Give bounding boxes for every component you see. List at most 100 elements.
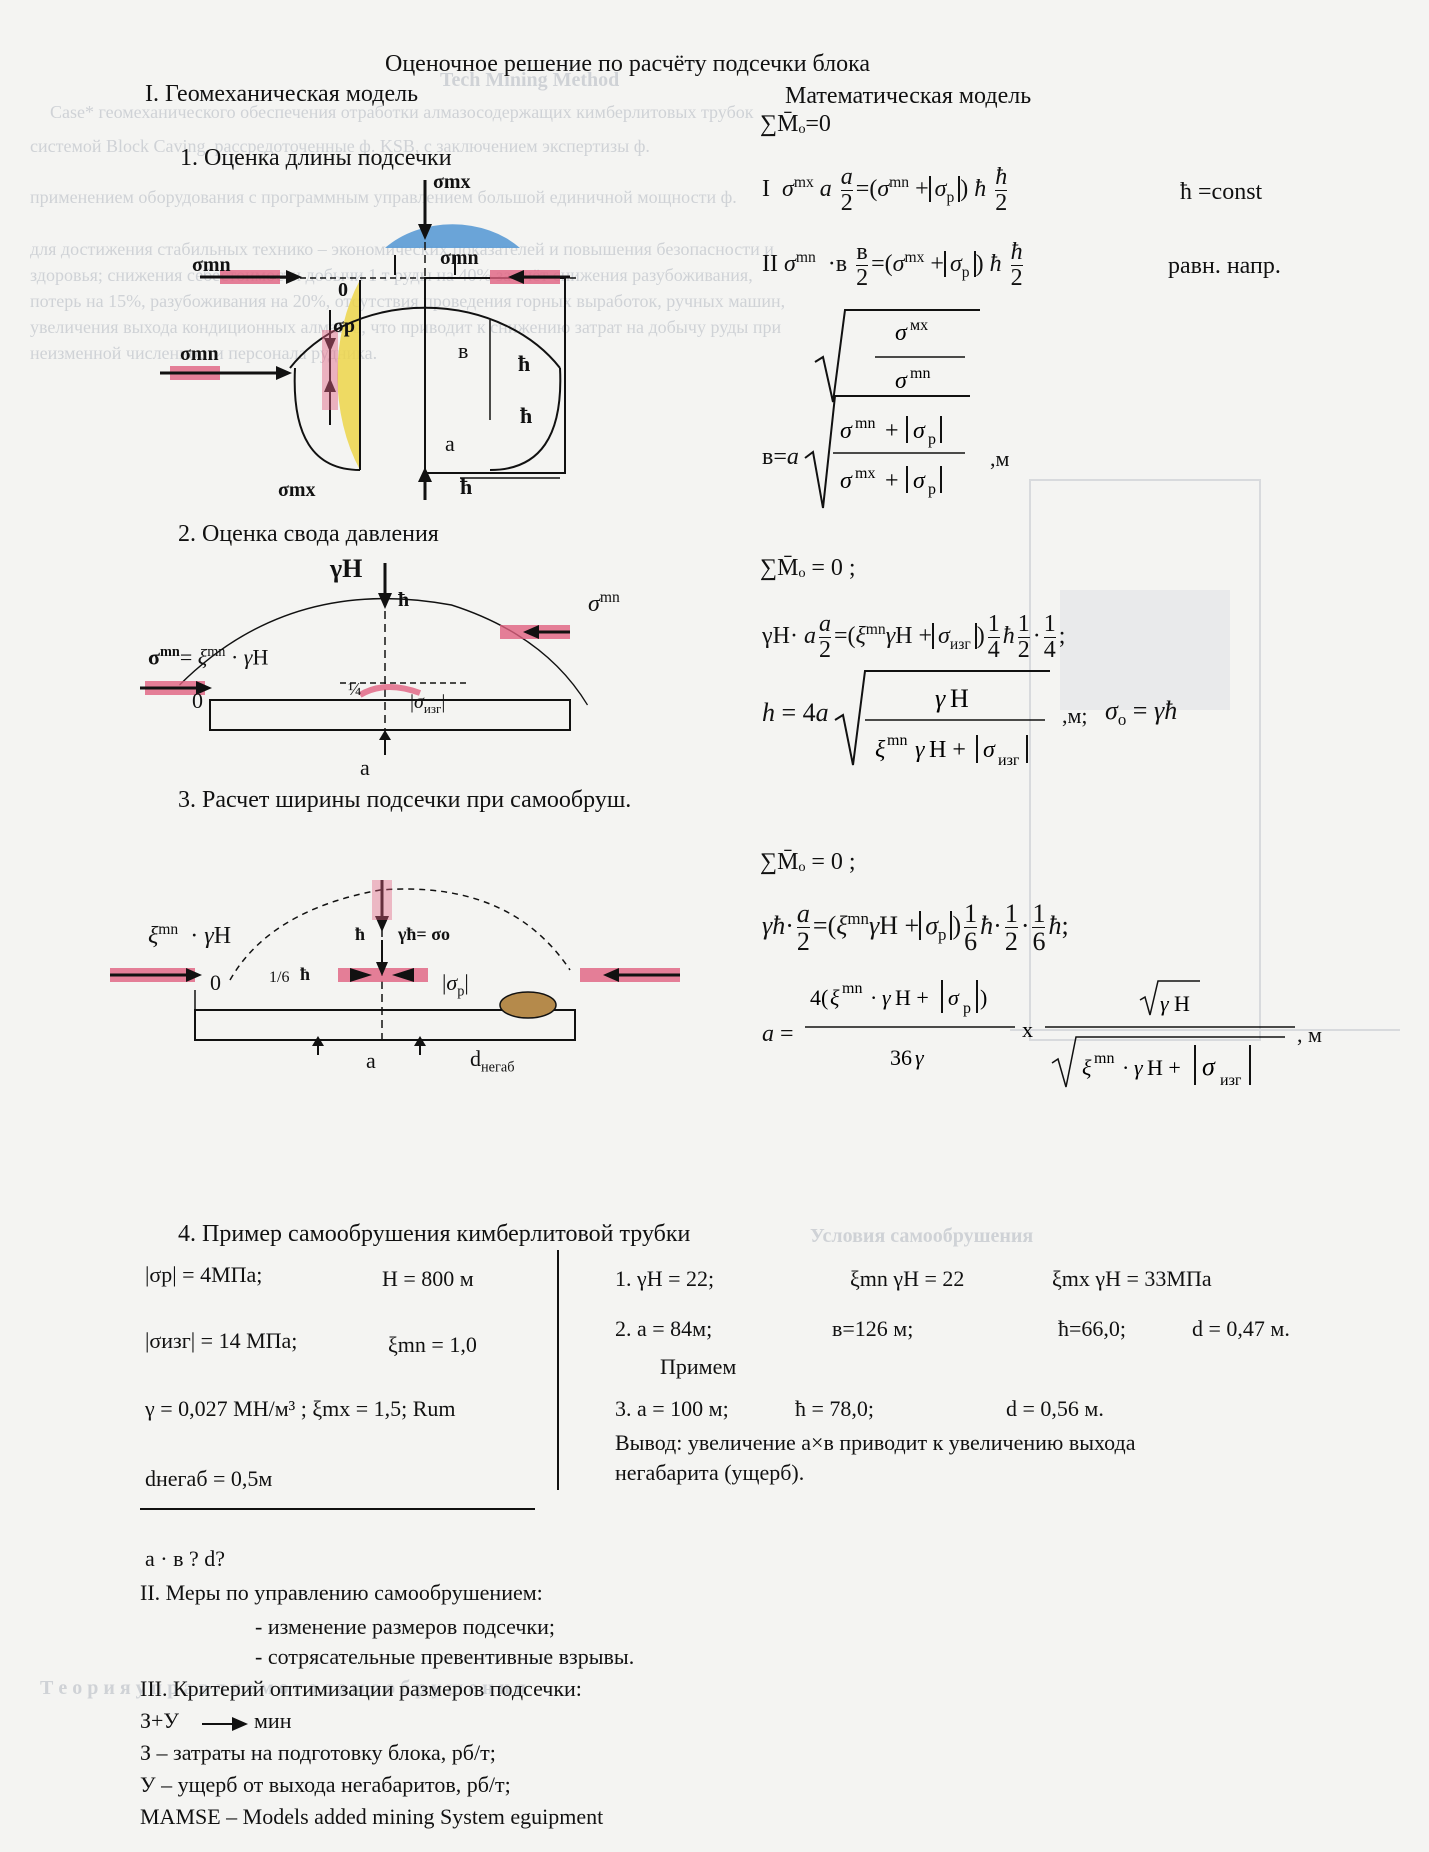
svg-text:σ: σ [895, 368, 908, 394]
label-sixth: 1/6 [269, 969, 290, 986]
bleed-line: Case* геомеханического обеспечения отраб… [50, 102, 754, 122]
section3-formula-right: мин [254, 1708, 292, 1733]
svg-text:мх: мх [910, 317, 928, 334]
lens-yellow [337, 280, 360, 470]
eq1-sqrt-ratio: σ мх σ mn [814, 309, 980, 403]
svg-text:р: р [928, 481, 936, 498]
label-h-3: ħ [460, 474, 473, 499]
ex-r7: d = 0,47 м. [1192, 1316, 1290, 1341]
svg-text:mn: mn [910, 365, 930, 382]
svg-text:mn: mn [855, 415, 875, 432]
label-o-2: 0 [192, 688, 203, 713]
bleed-line: для достижения стабильных технико – экон… [30, 239, 774, 259]
ex-r3: ξmx γН = 33МПа [1052, 1266, 1212, 1291]
svg-text:γ: γ [935, 684, 946, 713]
label-o-3: 0 [210, 970, 221, 995]
ex-r4: 2. a = 84м; [615, 1316, 713, 1341]
svg-text:): ) [980, 985, 987, 1010]
page-title: Оценочное решение по расчёту подсечки бл… [385, 51, 871, 77]
eq2-h-sqrt: γ Н ξ mn γ Н + σ изг [834, 670, 1050, 769]
label-a-2: a [360, 755, 370, 780]
label-a-1: a [445, 431, 455, 456]
example-divider [557, 1250, 559, 1490]
ex-xi-mn: ξmn = 1,0 [388, 1332, 477, 1357]
ex-sigma-p: |σр| = 4МПа; [145, 1262, 263, 1287]
svg-text:+: + [885, 418, 899, 444]
label-quarter: ¼ [348, 679, 362, 699]
label-d-negab: dнегаб [470, 1046, 515, 1076]
ex-gamma: γ = 0,027 МН/м³ ; ξmx = 1,5; Rum [145, 1396, 456, 1421]
section3-line-3: MAMSE – Models added mining System eguip… [140, 1804, 604, 1829]
eq1-b-lhs: в=a [762, 444, 799, 470]
eq1-ravn: равн. напр. [1168, 253, 1281, 279]
svg-text:36: 36 [890, 1045, 912, 1070]
bleed-line: увеличения выхода кондиционных алмазов, … [30, 317, 782, 337]
svg-text:σ: σ [983, 737, 996, 763]
svg-text:γ: γ [1160, 991, 1170, 1016]
ex-r1: 1. γН = 22; [615, 1266, 715, 1291]
label-sigma-mn-left: σmn [192, 254, 231, 276]
svg-text:изг: изг [998, 752, 1020, 769]
ex-H: Н = 800 м [382, 1266, 474, 1291]
svg-text:Н: Н [950, 684, 969, 713]
bleed-line: здоровья; снижения себестоимости добычи … [30, 265, 753, 285]
svg-text:·: · [870, 985, 877, 1010]
svg-text:σ: σ [1202, 1052, 1216, 1081]
svg-text:ξ: ξ [875, 737, 886, 763]
svg-text:+: + [885, 468, 899, 494]
svg-text:ξ: ξ [1082, 1055, 1092, 1080]
item-title-2: 2. Оценка свода давления [178, 521, 439, 547]
svg-text:σ: σ [948, 985, 960, 1010]
label-sigma-p-1: σр [333, 315, 356, 337]
diagram-pressure-arch [140, 563, 589, 755]
section3-formula-left: З+У [140, 1708, 180, 1733]
ex-r11: d = 0,56 м. [1006, 1396, 1104, 1421]
eq2-sigma-o: σо = γħ [1105, 696, 1178, 730]
svg-text:γ: γ [882, 985, 892, 1010]
eq3-sum: ∑M̄ₒ = 0 ; [760, 849, 856, 875]
eq2-h-unit: ,м; [1062, 703, 1088, 728]
svg-text:р: р [963, 1000, 971, 1017]
label-gamma-h-sigma-o: γħ= σо [398, 924, 450, 944]
svg-text:Н +: Н + [895, 985, 929, 1010]
bleed-line: Tech Mining Method [440, 69, 620, 91]
section2-title: II. Меры по управлению самообрушением: [140, 1580, 543, 1605]
svg-text:·: · [1122, 1055, 1129, 1080]
eq3-a-unit: , м [1297, 1022, 1322, 1047]
svg-text:σ: σ [840, 418, 853, 444]
eq1-b-sqrt: σ mn + σ р σ mx + σ р [804, 395, 970, 509]
eq2-sum: ∑M̄ₒ = 0 ; [760, 555, 856, 581]
eq1-const: ħ =const [1180, 179, 1263, 205]
svg-text:mn: mn [842, 980, 862, 997]
item-title-4: 4. Пример самообрушения кимберлитовой тр… [178, 1221, 691, 1247]
label-a-3: a [366, 1048, 376, 1073]
label-b-1: в [458, 338, 469, 363]
label-sigma-mx-top: σmx [433, 171, 471, 193]
label-sigma-mn-right: σmn [440, 247, 479, 269]
section2-item-1: - изменение размеров подсечки; [255, 1614, 555, 1639]
svg-text:Н: Н [1174, 991, 1190, 1016]
label-sigma-mn-arch: σmn [588, 589, 620, 617]
bleed-line: системой Block Caving, рассредоточенные … [30, 136, 650, 156]
section-title-geomech: I. Геомеханическая модель [145, 81, 419, 107]
label-xi-mn-3: ξmn · γН [148, 921, 232, 949]
section3-line-1: З – затраты на подготовку блока, рб/т; [140, 1740, 496, 1765]
example-underline [140, 1508, 535, 1510]
svg-text:ξ: ξ [830, 985, 840, 1010]
section3-line-2: У – ущерб от выхода негабаритов, рб/т; [140, 1772, 511, 1797]
ex-d-negab: dнегаб = 0,5м [145, 1466, 273, 1491]
label-h-2: ħ [520, 403, 533, 428]
eq3-a-rhs: 4( ξ mn · γ Н + σ р ) 36 γ х γ Н ξ mn · … [805, 980, 1295, 1089]
label-sigma-izg-2: |σизг| [410, 691, 446, 716]
bleed-line: Т е о р и я у п р а в л я е м о г о с а … [40, 1677, 527, 1699]
diagram-self-caving [110, 880, 680, 1055]
label-h-1: ħ [518, 351, 531, 376]
svg-text:р: р [928, 431, 936, 448]
label-sigma-p-3: |σр| [442, 970, 469, 1000]
label-sigma-mn-xi: σmn= ξmn · γН [148, 644, 269, 670]
bleed-line: неизменной численности персонала рудника… [30, 343, 378, 363]
label-o-1: 0 [338, 279, 348, 301]
ex-conclusion-2: негабарита (ущерб). [615, 1460, 805, 1485]
